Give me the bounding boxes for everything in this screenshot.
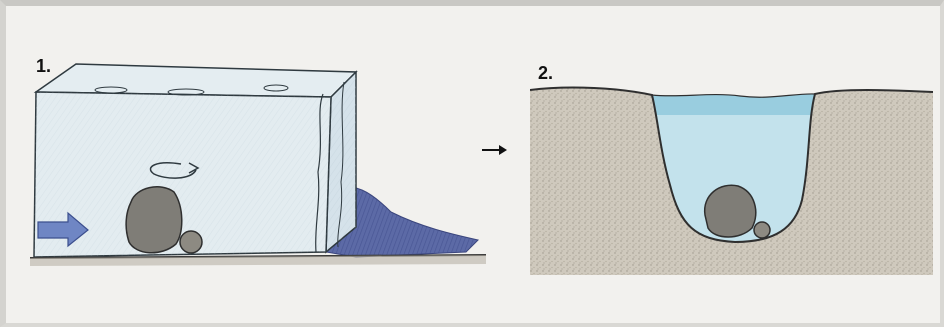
- boulder-large: [126, 187, 182, 253]
- step-label-2: 2.: [538, 63, 553, 84]
- panel-ice-block: [26, 52, 486, 277]
- panel-kettle-lake: [530, 60, 933, 275]
- ice-top-face: [36, 64, 356, 97]
- ice-block-illustration: [26, 52, 486, 277]
- sequence-arrow-icon: [480, 143, 510, 157]
- boulder-small: [180, 231, 202, 253]
- kettle-lake-illustration: [530, 60, 933, 275]
- boulder-large: [705, 185, 756, 237]
- boulder-small: [754, 222, 770, 238]
- step-label-1: 1.: [36, 56, 51, 77]
